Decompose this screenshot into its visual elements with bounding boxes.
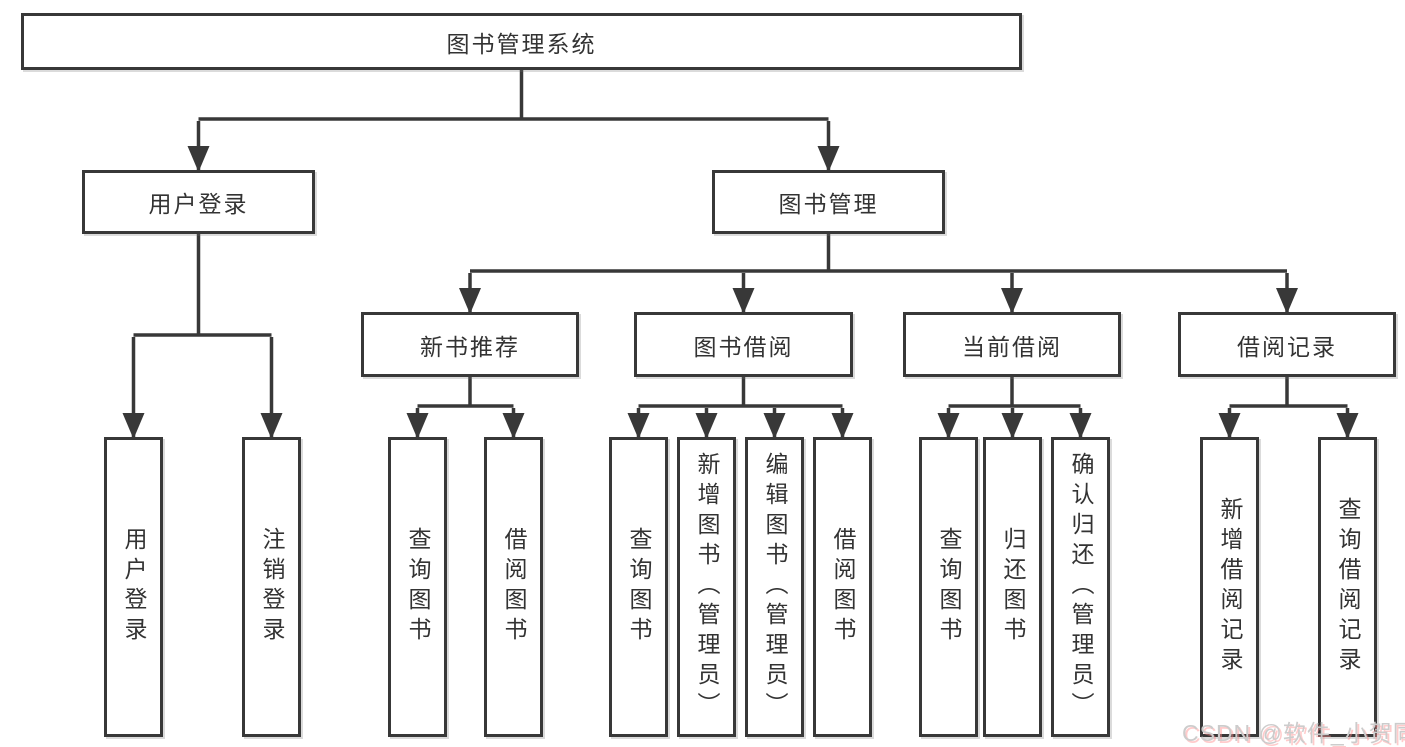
node-borrow-record-label: 借阅记录 <box>1237 333 1337 360</box>
leaf-current-confirm-return-label: 确认归还（管理员） <box>1068 452 1094 722</box>
leaf-borrow-borrow-book: 借阅图书 <box>813 437 872 737</box>
leaf-borrow-edit-book-label: 编辑图书（管理员） <box>762 452 788 722</box>
leaf-record-add-label: 新增借阅记录 <box>1217 497 1243 677</box>
leaf-logout-label: 注销登录 <box>259 527 285 647</box>
node-book-management: 图书管理 <box>712 170 945 234</box>
node-root-label: 图书管理系统 <box>446 30 597 57</box>
leaf-borrow-query-book: 查询图书 <box>609 437 668 737</box>
node-new-book-recommend-label: 新书推荐 <box>420 333 520 360</box>
leaf-user-login-label: 用户登录 <box>121 527 147 647</box>
leaf-user-login: 用户登录 <box>104 437 163 737</box>
leaf-record-query: 查询借阅记录 <box>1318 437 1377 737</box>
node-new-book-recommend: 新书推荐 <box>361 312 579 377</box>
node-current-borrow: 当前借阅 <box>903 312 1121 377</box>
leaf-current-query-book-label: 查询图书 <box>936 527 962 647</box>
leaf-recommend-borrow-book: 借阅图书 <box>484 437 543 737</box>
leaf-logout: 注销登录 <box>242 437 301 737</box>
leaf-current-return-book-label: 归还图书 <box>1000 527 1026 647</box>
node-borrow-record: 借阅记录 <box>1178 312 1396 377</box>
leaf-recommend-borrow-book-label: 借阅图书 <box>501 527 527 647</box>
leaf-current-return-book: 归还图书 <box>983 437 1042 737</box>
node-user-login-label: 用户登录 <box>148 191 249 217</box>
leaf-current-query-book: 查询图书 <box>919 437 978 737</box>
leaf-recommend-query-book-label: 查询图书 <box>405 527 431 647</box>
leaf-borrow-edit-book: 编辑图书（管理员） <box>745 437 804 737</box>
leaf-recommend-query-book: 查询图书 <box>388 437 447 737</box>
node-book-borrow: 图书借阅 <box>634 312 853 377</box>
leaf-borrow-add-book: 新增图书（管理员） <box>677 437 736 737</box>
node-book-borrow-label: 图书借阅 <box>693 333 794 360</box>
leaf-borrow-borrow-book-label: 借阅图书 <box>830 527 856 647</box>
leaf-borrow-add-book-label: 新增图书（管理员） <box>694 452 720 722</box>
node-user-login: 用户登录 <box>82 170 315 234</box>
leaf-current-confirm-return: 确认归还（管理员） <box>1051 437 1110 737</box>
node-book-management-label: 图书管理 <box>778 191 879 217</box>
leaf-record-add: 新增借阅记录 <box>1200 437 1259 737</box>
watermark: CSDN @软件_小贺同学 <box>1182 720 1405 746</box>
leaf-record-query-label: 查询借阅记录 <box>1335 497 1361 677</box>
leaf-borrow-query-book-label: 查询图书 <box>626 527 652 647</box>
node-current-borrow-label: 当前借阅 <box>962 333 1062 360</box>
node-root: 图书管理系统 <box>21 13 1022 70</box>
